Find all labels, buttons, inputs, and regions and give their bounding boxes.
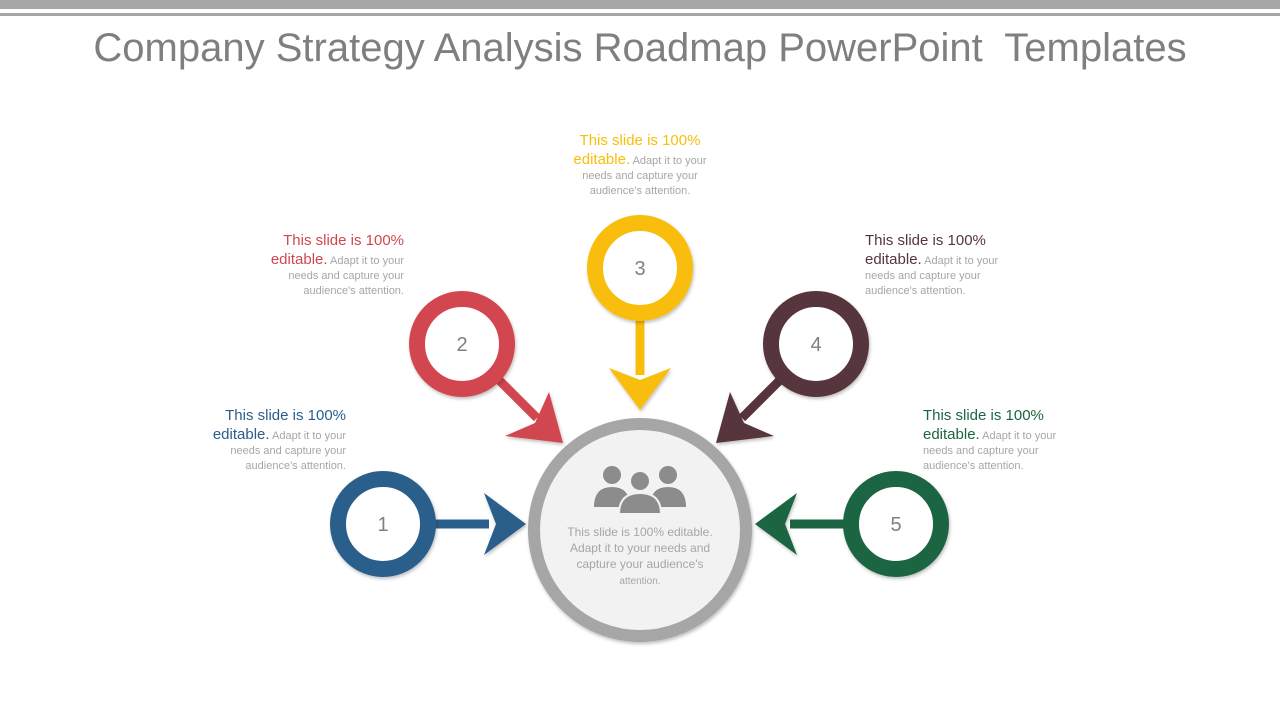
step-4-lead: Adapt it to your bbox=[924, 255, 999, 267]
central-hub bbox=[528, 418, 752, 642]
step-1-number: 1 bbox=[377, 514, 388, 536]
step-4-number: 4 bbox=[810, 334, 821, 356]
step-4-node bbox=[716, 291, 869, 443]
step-3-text: This slide is 100% editable. Adapt it to… bbox=[560, 131, 720, 199]
step-3-heading: This slide is 100% bbox=[579, 132, 701, 149]
step-1-body: needs and capture your audience's attent… bbox=[230, 445, 346, 472]
step-5-number: 5 bbox=[890, 514, 901, 536]
step-3-lead: Adapt it to your bbox=[632, 155, 707, 167]
step-5-lead: Adapt it to your bbox=[982, 430, 1057, 442]
top-accent-line bbox=[0, 13, 1280, 16]
hub-text: This slide is 100% editable. Adapt it to… bbox=[562, 524, 718, 590]
hub-text-main: This slide is 100% editable. Adapt it to… bbox=[567, 525, 713, 571]
step-5-node bbox=[755, 471, 949, 577]
step-2-body: needs and capture your audience's attent… bbox=[288, 270, 404, 297]
step-2-heading-2: editable. bbox=[270, 251, 328, 268]
step-5-body: needs and capture your audience's attent… bbox=[923, 445, 1039, 472]
step-4-text: This slide is 100% editable. Adapt it to… bbox=[865, 231, 1025, 299]
step-5-heading: This slide is 100% bbox=[923, 407, 1044, 424]
step-5-heading-2: editable. bbox=[923, 426, 980, 443]
step-1-text: This slide is 100% editable. Adapt it to… bbox=[186, 406, 346, 474]
step-4-heading: This slide is 100% bbox=[865, 232, 986, 249]
step-2-lead: Adapt it to your bbox=[330, 255, 404, 267]
hub-text-small: attention. bbox=[619, 576, 661, 587]
step-3-number: 3 bbox=[634, 258, 645, 280]
step-1-lead: Adapt it to your bbox=[272, 430, 346, 442]
step-2-heading: This slide is 100% bbox=[283, 232, 404, 249]
slide-title: Company Strategy Analysis Roadmap PowerP… bbox=[93, 26, 1187, 70]
step-1-heading: This slide is 100% bbox=[225, 407, 346, 424]
people-group-icon bbox=[594, 466, 686, 515]
step-4-heading-2: editable. bbox=[865, 251, 922, 268]
step-3-heading-2: editable. bbox=[573, 151, 631, 168]
step-1-heading-2: editable. bbox=[212, 426, 270, 443]
step-1-node bbox=[330, 471, 526, 577]
step-2-node bbox=[409, 291, 563, 443]
step-2-number: 2 bbox=[456, 334, 467, 356]
step-3-node bbox=[587, 215, 693, 410]
step-5-text: This slide is 100% editable. Adapt it to… bbox=[923, 406, 1083, 474]
step-3-body: needs and capture your audience's attent… bbox=[582, 170, 698, 197]
top-accent-bar bbox=[0, 0, 1280, 9]
step-4-body: needs and capture your audience's attent… bbox=[865, 270, 981, 297]
step-2-text: This slide is 100% editable. Adapt it to… bbox=[244, 231, 404, 299]
